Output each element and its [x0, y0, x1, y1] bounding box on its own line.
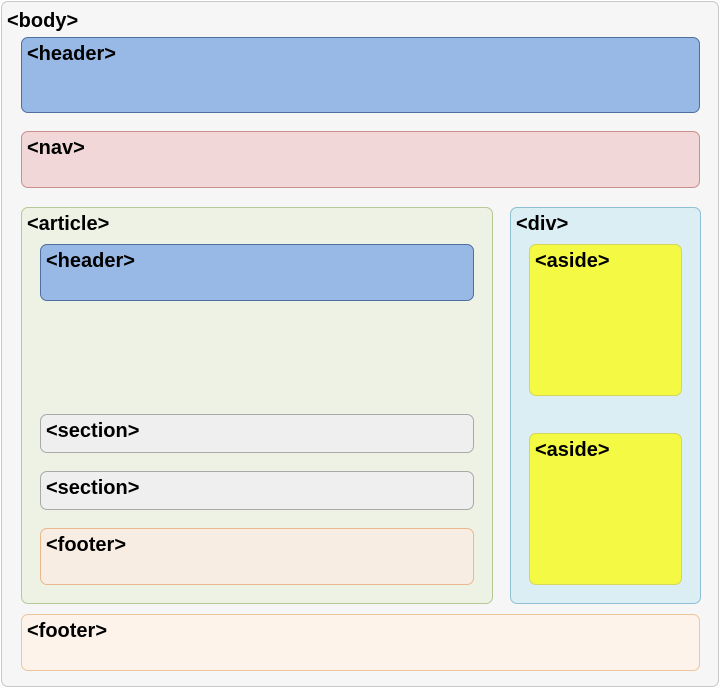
article-footer-block: <footer> [40, 528, 474, 585]
section-block-1: <section> [40, 414, 474, 453]
body-label: <body> [7, 10, 79, 32]
section-label-2: <section> [46, 477, 140, 499]
aside-block-2: <aside> [529, 433, 682, 585]
article-label: <article> [27, 213, 110, 235]
section-block-2: <section> [40, 471, 474, 510]
div-label: <div> [516, 213, 569, 235]
aside-label-1: <aside> [535, 250, 610, 272]
section-label-1: <section> [46, 420, 140, 442]
header-block: <header> [21, 37, 700, 113]
aside-block-1: <aside> [529, 244, 682, 396]
article-header-block: <header> [40, 244, 474, 301]
article-header-label: <header> [46, 250, 135, 272]
footer-label: <footer> [27, 620, 108, 642]
article-footer-label: <footer> [46, 534, 127, 556]
footer-block: <footer> [21, 614, 700, 671]
nav-label: <nav> [27, 137, 85, 159]
nav-block: <nav> [21, 131, 700, 188]
aside-label-2: <aside> [535, 439, 610, 461]
header-label: <header> [27, 43, 116, 65]
